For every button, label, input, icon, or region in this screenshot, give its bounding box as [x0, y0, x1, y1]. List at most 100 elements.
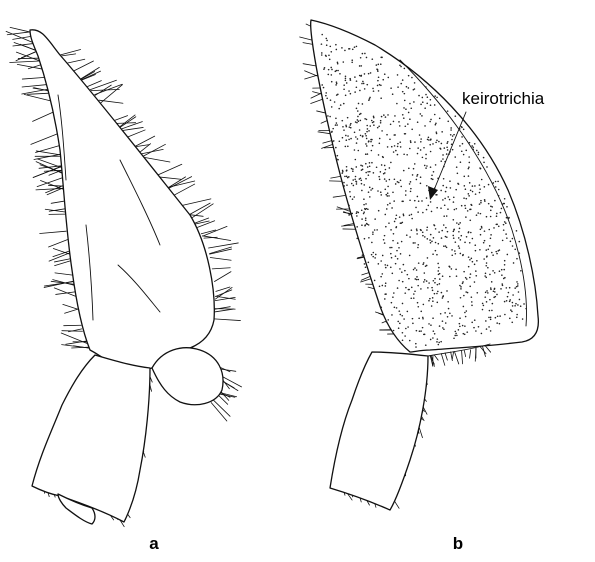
- stipple-dot: [431, 297, 434, 299]
- stipple-dot: [336, 154, 339, 157]
- stipple-dot: [404, 335, 406, 337]
- stipple-dot: [423, 279, 426, 281]
- stipple-dot: [469, 219, 472, 222]
- stipple-dot: [379, 191, 382, 194]
- stipple-dot: [393, 306, 396, 309]
- stipple-dot: [394, 255, 397, 257]
- stipple-dot: [420, 229, 422, 232]
- stipple-dot: [409, 141, 412, 144]
- stipple-dot: [398, 247, 400, 249]
- stipple-dot: [491, 206, 494, 208]
- stipple-dot: [426, 102, 429, 105]
- stipple-dot: [499, 211, 502, 214]
- stipple-dot: [409, 118, 411, 121]
- stipple-dot: [416, 173, 419, 176]
- stipple-dot: [335, 94, 338, 96]
- stipple-dot: [461, 282, 464, 285]
- stipple-dot: [405, 327, 407, 330]
- stipple-dot: [412, 167, 415, 170]
- stipple-dot: [440, 142, 443, 145]
- stipple-dot: [335, 117, 337, 120]
- seta: [469, 349, 472, 359]
- seta: [194, 220, 210, 225]
- stipple-dot: [344, 77, 347, 80]
- stipple-dot: [502, 277, 505, 280]
- stipple-dot: [320, 54, 323, 56]
- stipple-dot: [437, 273, 440, 276]
- stipple-dot: [511, 321, 514, 324]
- stipple-dot: [393, 200, 395, 202]
- seta: [48, 239, 68, 248]
- stipple-dot: [435, 122, 437, 125]
- stipple-dot: [483, 198, 486, 201]
- panel-a-lower-segment: [31, 354, 151, 523]
- panel-a-inner-fold: [117, 264, 161, 313]
- stipple-dot: [409, 199, 411, 202]
- stipple-dot: [412, 322, 414, 325]
- stipple-dot: [369, 196, 371, 198]
- stipple-dot: [440, 160, 443, 162]
- stipple-dot: [379, 63, 382, 65]
- stipple-dot: [410, 213, 413, 216]
- stipple-dot: [327, 73, 330, 76]
- stipple-dot: [473, 263, 476, 266]
- stipple-dot: [421, 231, 424, 234]
- stipple-dot: [437, 270, 440, 272]
- stipple-dot: [375, 166, 378, 169]
- stipple-dot: [464, 325, 466, 327]
- stipple-dot: [396, 145, 399, 148]
- seta: [9, 60, 41, 63]
- stipple-dot: [429, 120, 431, 123]
- stipple-dot: [467, 193, 470, 195]
- stipple-dot: [403, 107, 405, 109]
- stipple-dot: [386, 146, 389, 148]
- stipple-dot: [359, 56, 362, 59]
- stipple-dot: [333, 101, 336, 103]
- stipple-dot: [345, 125, 348, 128]
- stipple-dot: [449, 133, 452, 136]
- stipple-dot: [358, 74, 361, 77]
- stipple-dot: [516, 281, 518, 283]
- stipple-dot: [339, 104, 342, 106]
- stipple-dot: [435, 132, 438, 135]
- stipple-dot: [468, 166, 470, 169]
- seta: [332, 195, 346, 198]
- stipple-dot: [383, 242, 386, 244]
- stipple-dot: [471, 190, 474, 193]
- seta: [444, 352, 448, 361]
- stipple-dot: [426, 238, 429, 240]
- stipple-dot: [344, 94, 347, 97]
- stipple-dot: [481, 302, 484, 305]
- stipple-dot: [468, 182, 471, 184]
- stipple-dot: [432, 300, 434, 303]
- stipple-dot: [480, 332, 483, 335]
- stipple-dot: [397, 181, 400, 184]
- stipple-dot: [396, 242, 399, 244]
- stipple-dot: [504, 276, 506, 279]
- stipple-dot: [431, 286, 433, 289]
- stipple-dot: [378, 178, 381, 181]
- stipple-dot: [431, 289, 434, 292]
- stipple-dot: [328, 58, 331, 61]
- seta: [215, 295, 236, 300]
- stipple-dot: [409, 181, 412, 183]
- stipple-dot: [445, 153, 448, 155]
- stipple-dot: [417, 284, 419, 287]
- stipple-dot: [416, 301, 419, 304]
- seta: [312, 91, 322, 95]
- stipple-dot: [421, 200, 423, 202]
- stipple-dot: [371, 58, 374, 60]
- stipple-dot: [321, 33, 323, 36]
- stipple-dot: [399, 222, 402, 225]
- stipple-dot: [338, 140, 341, 143]
- seta: [16, 63, 43, 70]
- stipple-dot: [501, 283, 504, 285]
- stipple-dot: [332, 140, 335, 142]
- stipple-dot: [423, 164, 426, 167]
- stipple-dot: [337, 158, 339, 161]
- stipple-dot: [429, 233, 432, 236]
- stipple-dot: [380, 306, 383, 309]
- stipple-dot: [364, 219, 367, 222]
- stipple-dot: [321, 84, 323, 86]
- stipple-dot: [366, 153, 369, 155]
